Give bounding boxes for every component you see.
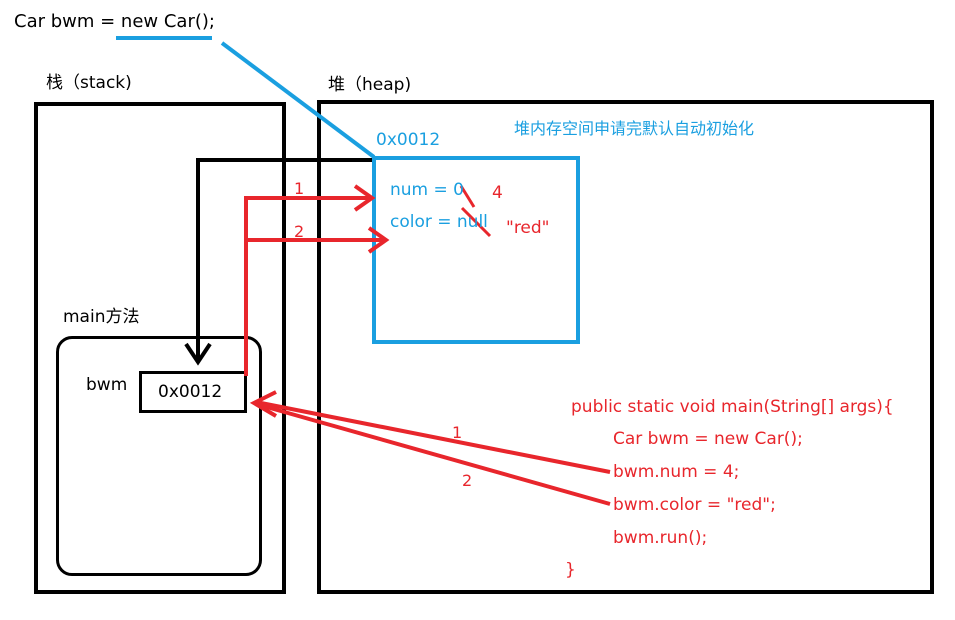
variable-name: bwm [86,375,128,395]
stack-area [34,102,286,594]
reference-arrow [196,158,372,362]
code-line: bwm.run(); [613,528,708,548]
field-color-new-value: "red" [506,218,550,238]
strike-num-value [459,185,476,208]
step-2-arrowhead [367,226,390,254]
reference-arrowhead [184,342,212,366]
object-address: 0x0012 [376,130,441,150]
code-line: public static void main(String[] args){ [571,397,894,417]
field-num: num = 0 [390,180,464,200]
step-label-code-1: 1 [452,423,463,442]
heap-area [317,100,934,594]
stack-label: 栈（stack) [46,73,132,93]
top-statement: Car bwm = new Car(); [14,11,215,32]
heap-init-note: 堆内存空间申请完默认自动初始化 [514,119,755,138]
bwm-variable-slot [139,371,247,413]
code-line: Car bwm = new Car(); [613,429,803,449]
step-label-stack-1: 1 [294,179,305,198]
main-method-frame [56,336,262,576]
heap-label: 堆（heap) [328,75,412,95]
step-1-arrowhead [353,184,376,212]
step-label-code-2: 2 [462,471,473,490]
strike-color-value [460,206,492,238]
field-color: color = null [390,212,488,232]
code-line: bwm.color = "red"; [613,495,776,515]
code-line: } [565,560,576,580]
code-line-1-to-var [255,400,611,474]
step-label-stack-2: 2 [294,222,305,241]
variable-value: 0x0012 [158,382,223,402]
main-frame-label: main方法 [63,307,140,327]
field-num-new-value: 4 [492,183,503,203]
statement-to-object-line [220,41,376,159]
code-line: bwm.num = 4; [613,462,740,482]
code-line-2-to-var [255,402,611,506]
code-arrowhead [249,390,278,418]
